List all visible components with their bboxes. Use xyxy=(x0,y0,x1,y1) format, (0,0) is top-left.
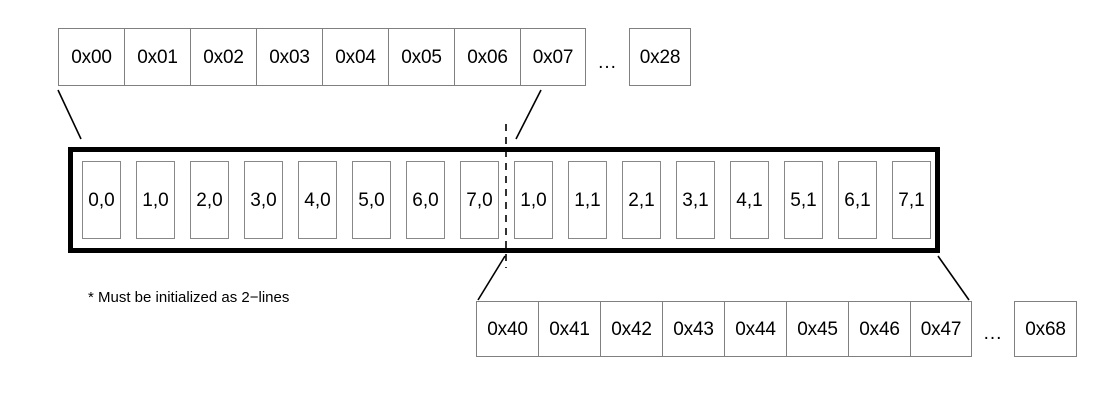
top-address-cell: 0x05 xyxy=(388,28,454,86)
cache-word-cell: 7,0 xyxy=(460,161,499,239)
bottom-address-cell: 0x43 xyxy=(662,301,724,357)
bottom-address-cell: 0x44 xyxy=(724,301,786,357)
top-address-cell: 0x00 xyxy=(58,28,124,86)
footnote-text: * Must be initialized as 2−lines xyxy=(88,289,290,306)
leader-line-bottom-right xyxy=(937,255,970,301)
bottom-address-cell: 0x40 xyxy=(476,301,538,357)
bottom-address-cell: 0x46 xyxy=(848,301,910,357)
leader-line-top-right xyxy=(515,89,542,140)
top-address-tail-cell: 0x28 xyxy=(629,28,691,86)
bottom-address-cell: 0x47 xyxy=(910,301,972,357)
cache-word-cell: 1,0 xyxy=(514,161,553,239)
cache-word-cell: 4,0 xyxy=(298,161,337,239)
top-address-cell: 0x01 xyxy=(124,28,190,86)
cache-word-cell: 1,1 xyxy=(568,161,607,239)
cache-word-cell: 1,0 xyxy=(136,161,175,239)
bottom-address-cell: 0x42 xyxy=(600,301,662,357)
bottom-address-tail-cell: 0x68 xyxy=(1014,301,1077,357)
top-address-cell: 0x02 xyxy=(190,28,256,86)
cache-word-cell: 7,1 xyxy=(892,161,931,239)
cache-word-cell: 4,1 xyxy=(730,161,769,239)
top-address-cell: 0x04 xyxy=(322,28,388,86)
leader-line-bottom-left xyxy=(477,255,506,301)
top-address-cell: 0x07 xyxy=(520,28,586,86)
top-address-cell: 0x06 xyxy=(454,28,520,86)
bottom-row-ellipsis: ... xyxy=(983,323,1003,344)
top-row-ellipsis: ... xyxy=(598,52,617,73)
cache-word-cell: 3,0 xyxy=(244,161,283,239)
top-address-cell: 0x03 xyxy=(256,28,322,86)
leader-line-top-left xyxy=(57,89,82,140)
cache-word-cell: 6,1 xyxy=(838,161,877,239)
cache-word-cell: 0,0 xyxy=(82,161,121,239)
bottom-address-cell: 0x45 xyxy=(786,301,848,357)
cache-line-buffer: 0,0 1,0 2,0 3,0 4,0 5,0 6,0 7,0 1,0 1,1 … xyxy=(68,147,940,253)
cache-word-cell: 2,1 xyxy=(622,161,661,239)
cache-word-cell: 5,0 xyxy=(352,161,391,239)
cache-word-cell: 5,1 xyxy=(784,161,823,239)
cache-word-cell: 6,0 xyxy=(406,161,445,239)
cache-word-cell: 3,1 xyxy=(676,161,715,239)
bottom-address-row: 0x40 0x41 0x42 0x43 0x44 0x45 0x46 0x47 … xyxy=(476,301,1077,357)
bottom-address-cell: 0x41 xyxy=(538,301,600,357)
cache-word-cell: 2,0 xyxy=(190,161,229,239)
top-address-row: 0x00 0x01 0x02 0x03 0x04 0x05 0x06 0x07 … xyxy=(58,28,691,86)
